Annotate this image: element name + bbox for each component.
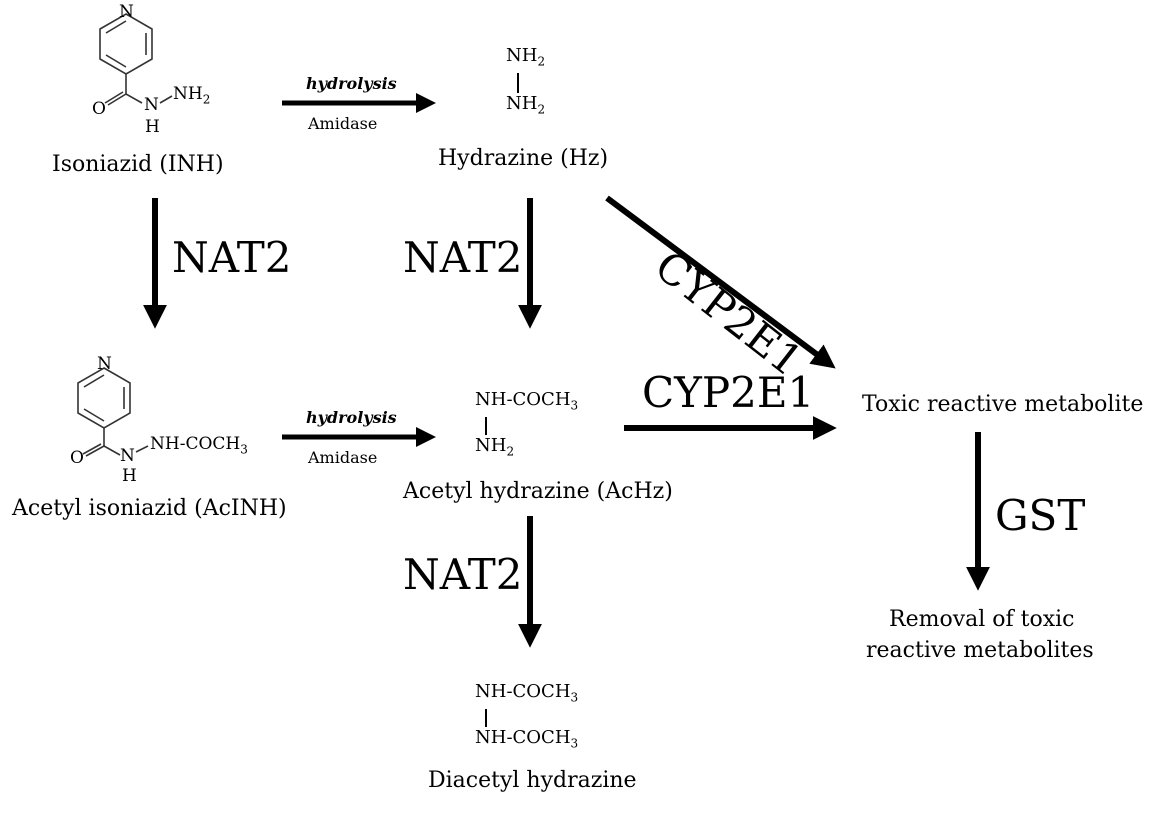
acetyl-hydrazine-bottom-group: NH2 <box>475 434 515 459</box>
inh-carbonyl-oxygen: O <box>92 99 106 119</box>
acetyl-hydrazine-bond <box>485 416 487 435</box>
inh-ring-nitrogen: N <box>119 2 134 22</box>
inh-nh2-group: NH2 <box>173 84 211 107</box>
acetyl-isoniazid-structure <box>77 367 149 457</box>
removal-label-line1: Removal of toxic <box>889 607 1075 632</box>
cyp2e1-label-horizontal: CYP2E1 <box>642 368 815 417</box>
removal-label-line2: reactive metabolites <box>866 638 1094 663</box>
diacetyl-hydrazine-bottom-group: NH-COCH3 <box>475 726 579 751</box>
nat2-label-inh: NAT2 <box>172 233 292 282</box>
diacetyl-hydrazine-bond <box>485 708 487 727</box>
toxic-reactive-metabolite-label: Toxic reactive metabolite <box>862 392 1144 417</box>
acetyl-isoniazid-label: Acetyl isoniazid (AcINH) <box>12 496 287 521</box>
acetyl-hydrazine-formula: NH-COCH3 NH2 <box>475 389 578 462</box>
gst-label: GST <box>995 491 1086 540</box>
amidase-label-top: Amidase <box>308 114 378 133</box>
hydrazine-bottom-group: NH2 <box>506 92 546 117</box>
diacetyl-hydrazine-label: Diacetyl hydrazine <box>428 768 637 793</box>
acinh-amide-nitrogen: N <box>120 446 135 466</box>
hydrazine-formula: NH2 NH2 <box>506 45 545 120</box>
nat2-label-achz: NAT2 <box>403 550 523 599</box>
cyp2e1-arrow-diagonal <box>605 195 836 369</box>
nat2-label-hz: NAT2 <box>403 233 523 282</box>
diacetyl-hydrazine-top-group: NH-COCH3 <box>475 681 579 705</box>
acetyl-hydrazine-label: Acetyl hydrazine (AcHz) <box>403 479 673 504</box>
isoniazid-structure <box>99 13 173 106</box>
hydrazine-bond <box>517 72 519 93</box>
inh-amide-nitrogen: N <box>144 95 159 115</box>
acetyl-hydrazine-top-group: NH-COCH3 <box>475 389 579 413</box>
hydrazine-top-group: NH2 <box>506 45 546 69</box>
hydrolysis-label-top: hydrolysis <box>306 74 397 93</box>
acinh-carbonyl-oxygen: O <box>70 448 84 468</box>
acinh-ring-nitrogen: N <box>97 354 112 374</box>
amidase-label-bottom: Amidase <box>308 448 378 467</box>
diacetyl-hydrazine-formula: NH-COCH3 NH-COCH3 <box>475 681 578 754</box>
acinh-amide-hydrogen: H <box>122 466 137 486</box>
hydrolysis-label-bottom: hydrolysis <box>306 408 397 427</box>
inh-amide-hydrogen: H <box>145 117 160 137</box>
isoniazid-label: Isoniazid (INH) <box>52 152 224 177</box>
acinh-acetyl-group: NH-COCH3 <box>150 434 248 457</box>
hydrazine-label: Hydrazine (Hz) <box>438 146 609 171</box>
